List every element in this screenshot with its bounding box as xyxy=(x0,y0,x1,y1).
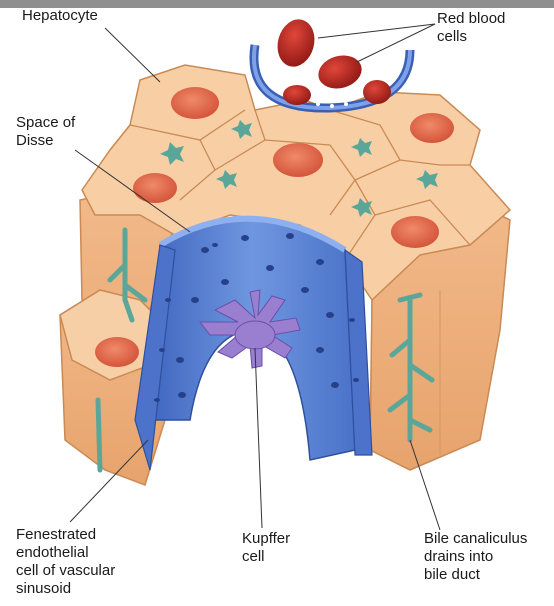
red-blood-cells xyxy=(272,15,391,105)
label-bile: Bile canaliculus drains into bile duct xyxy=(424,530,527,584)
red-blood-cell xyxy=(272,15,319,71)
nucleus xyxy=(95,337,139,367)
red-blood-cell xyxy=(283,85,311,105)
nucleus xyxy=(171,87,219,119)
label-fenestrated: Fenestrated endothelial cell of vascular… xyxy=(16,526,115,598)
label-space-of-disse: Space of Disse xyxy=(16,114,75,150)
red-blood-cell xyxy=(315,51,366,93)
nucleus xyxy=(410,113,454,143)
nucleus xyxy=(391,216,439,248)
nucleus xyxy=(133,173,177,203)
sinusoid xyxy=(135,219,372,470)
label-red-blood-cells: Red blood cells xyxy=(437,10,505,46)
nucleus xyxy=(273,143,323,177)
label-kupffer: Kupffer cell xyxy=(242,530,290,566)
label-hepatocyte: Hepatocyte xyxy=(22,7,98,25)
red-blood-cell xyxy=(363,80,391,104)
